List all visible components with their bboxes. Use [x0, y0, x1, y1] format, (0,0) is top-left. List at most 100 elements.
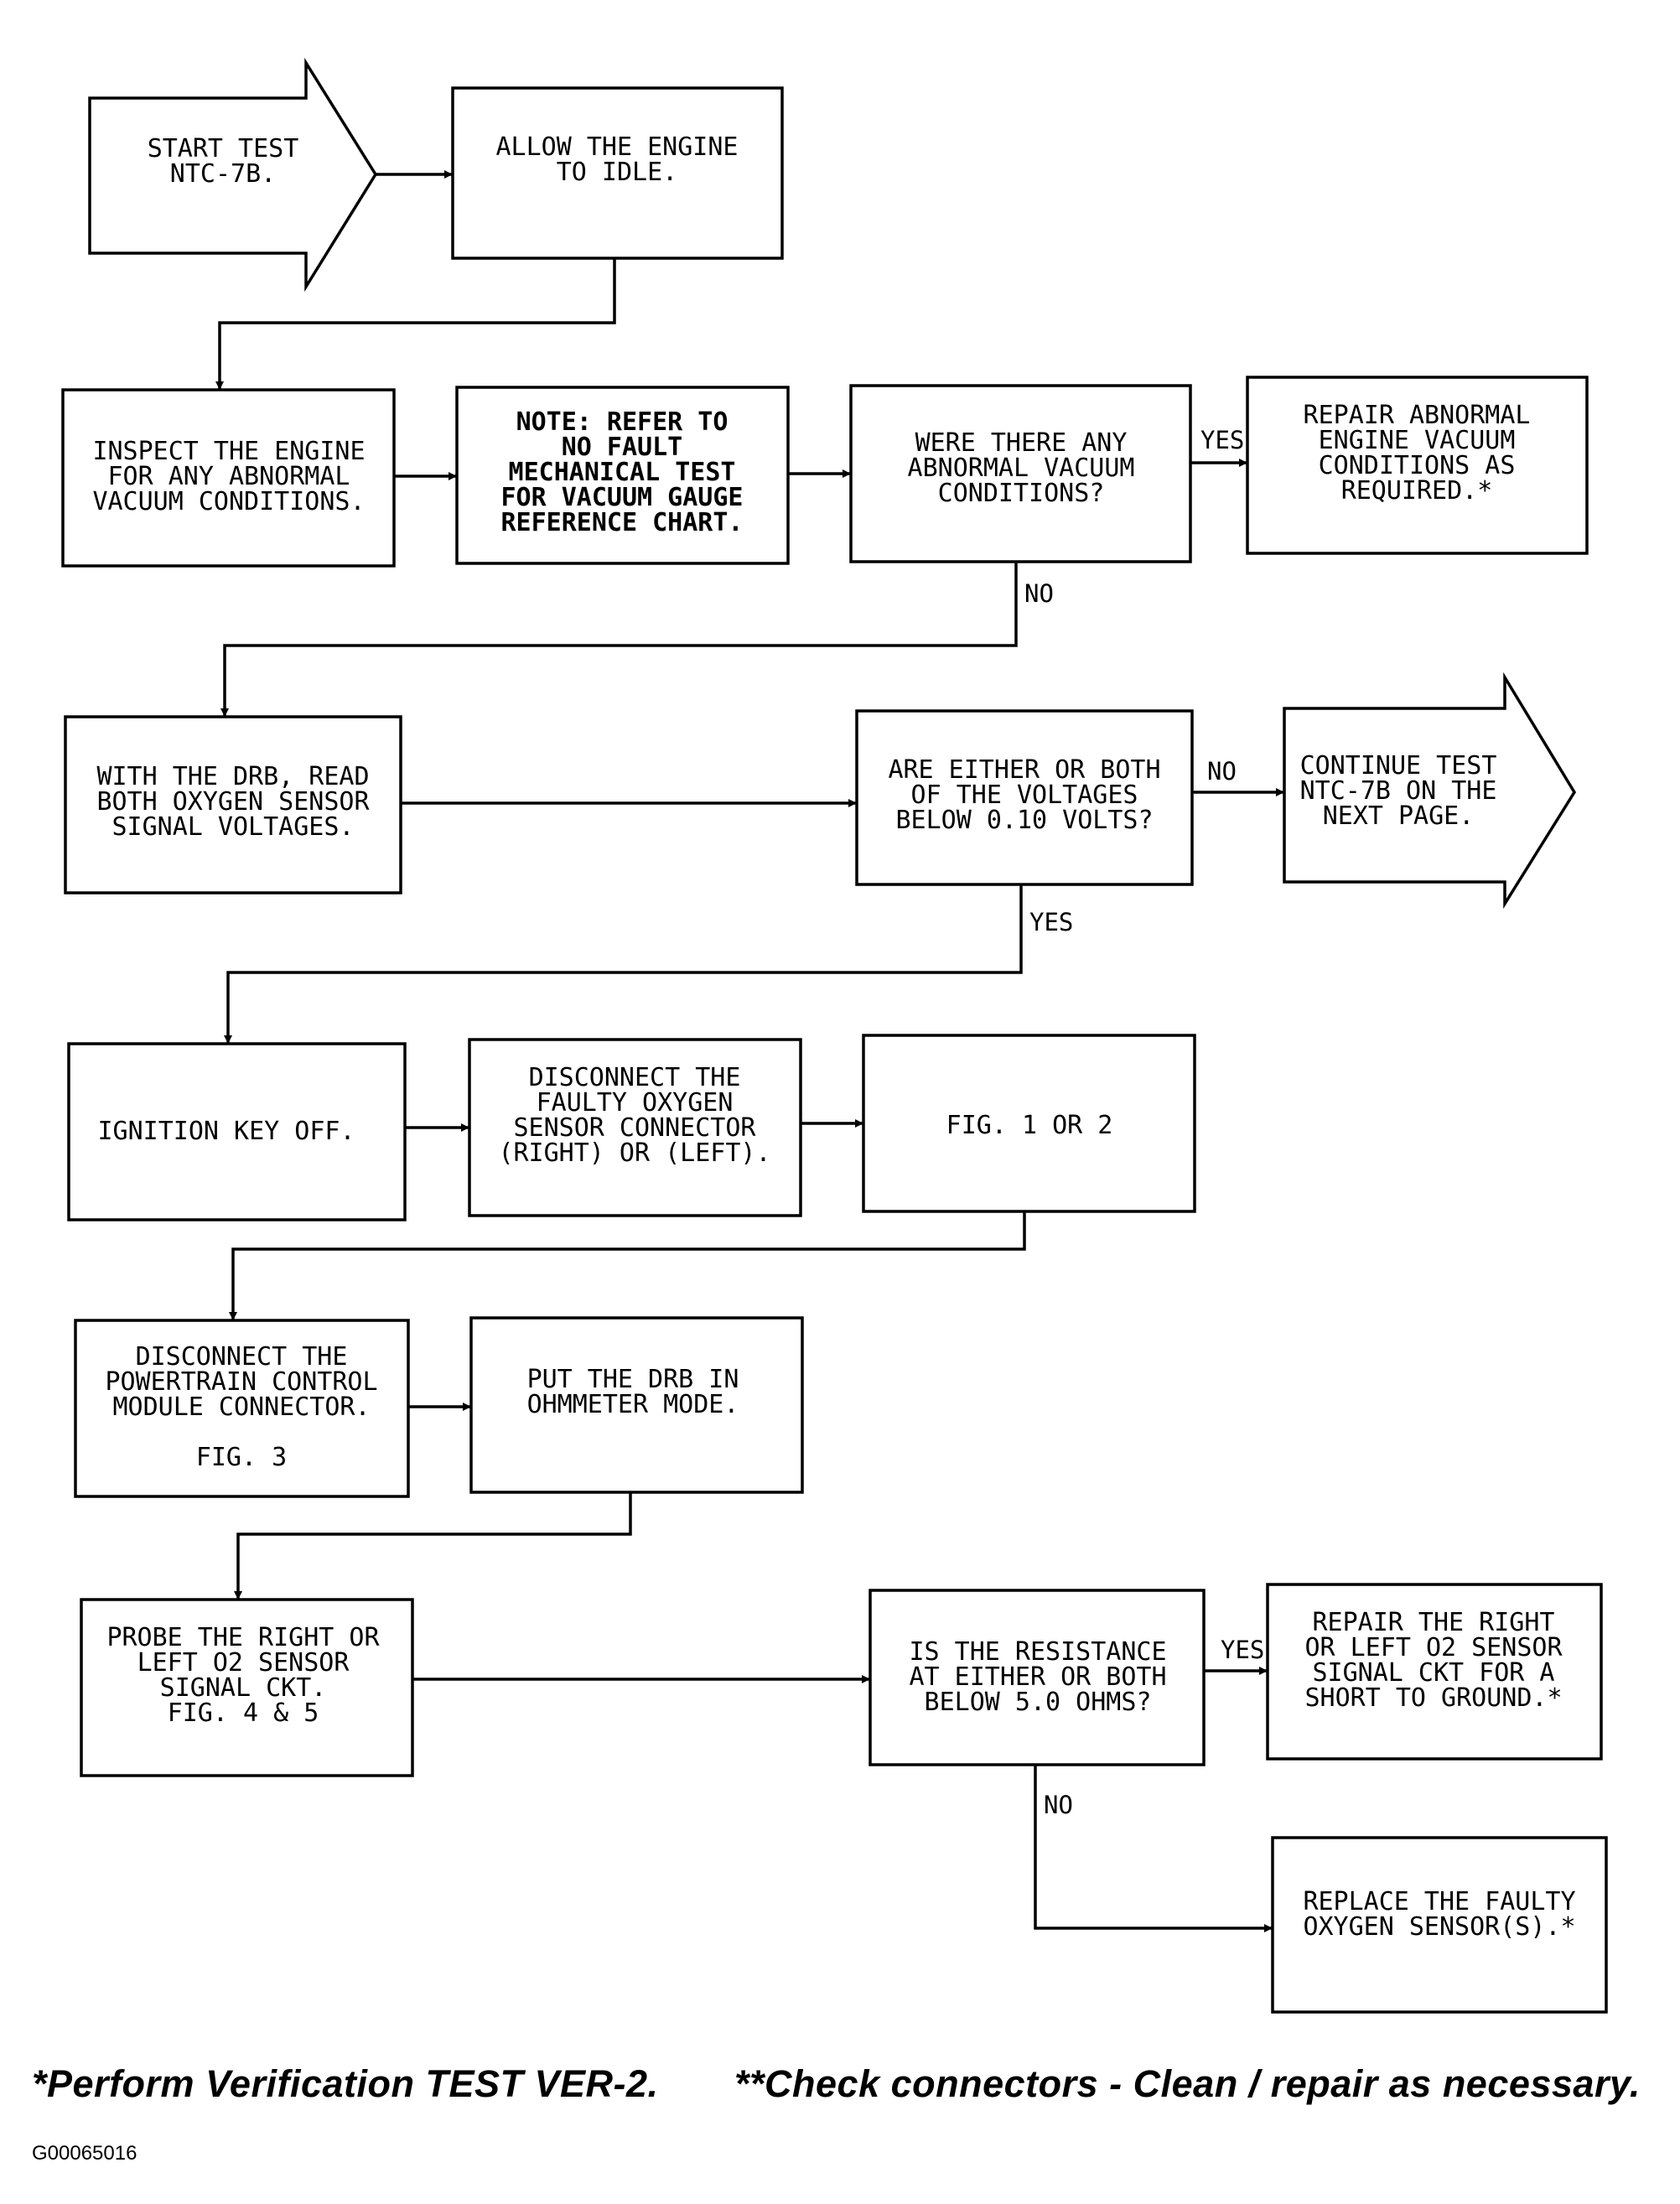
box-text-line: ALLOW THE ENGINE	[496, 132, 739, 162]
box-text-line: POWERTRAIN CONTROL	[105, 1367, 377, 1397]
box-text-line: BOTH OXYGEN SENSOR	[96, 787, 370, 817]
box-text-line: REQUIRED.*	[1341, 476, 1493, 506]
box-text-line: REPLACE THE FAULTY	[1303, 1887, 1575, 1916]
box-text-line: OF THE VOLTAGES	[911, 780, 1138, 810]
box-text-line: CONDITIONS AS	[1319, 451, 1516, 480]
box-text-line: OHMMETER MODE.	[527, 1390, 739, 1419]
box-text-line: NOTE: REFER TO	[516, 407, 729, 437]
arrow-fig-to-pcm	[229, 1211, 1026, 1320]
label-yes-voltage: YES	[1029, 908, 1073, 936]
fig-1-2-text: FIG. 1 OR 2	[946, 1111, 1113, 1140]
label-no-vacuum: NO	[1024, 579, 1054, 608]
box-text-line: LEFT O2 SENSOR	[137, 1648, 350, 1678]
box-text-line: NTC-7B.	[170, 159, 276, 189]
svg-text:IGNITION KEY OFF.: IGNITION KEY OFF.	[97, 1117, 355, 1146]
box-text-line: DISCONNECT THE	[529, 1063, 741, 1092]
box-text-line: SIGNAL VOLTAGES.	[112, 812, 355, 842]
fig-1-2-box	[862, 1034, 1196, 1213]
box-text-line: DISCONNECT THE	[136, 1342, 348, 1372]
repair-vacuum-box	[1246, 376, 1589, 555]
disconnect-o2-box	[468, 1038, 802, 1217]
repair-short-box	[1266, 1583, 1603, 1761]
label-yes-vacuum: YES	[1200, 426, 1244, 454]
box-text-line: CONTINUE TEST	[1300, 751, 1497, 780]
svg-text:FIG. 1 OR 2: FIG. 1 OR 2	[946, 1111, 1113, 1140]
box-text-line: SIGNAL CKT FOR A	[1313, 1658, 1555, 1688]
box-text-line: REPAIR THE RIGHT	[1313, 1608, 1555, 1637]
box-text-line: INSPECT THE ENGINE	[92, 437, 365, 466]
box-text-line: FOR ANY ABNORMAL	[108, 462, 350, 491]
box-text-line: REFERENCE CHART.	[501, 508, 744, 537]
resistance-question-box	[869, 1589, 1206, 1766]
continue-test-arrow-shape	[1283, 672, 1577, 910]
box-text-line: NEXT PAGE.	[1323, 801, 1475, 831]
ignition-key-text: IGNITION KEY OFF.	[97, 1117, 355, 1146]
box-text-line: FIG. 3	[196, 1443, 287, 1472]
label-no-voltage: NO	[1207, 757, 1237, 786]
box-text-line: SENSOR CONNECTOR	[514, 1113, 757, 1143]
label-yes-resistance: YES	[1221, 1636, 1264, 1664]
arrow-no-to-replace	[1034, 1761, 1273, 1932]
box-text-line: START TEST	[148, 134, 299, 163]
box-text-line: NO FAULT	[562, 433, 683, 462]
allow-idle-box	[451, 86, 784, 260]
footer-verification-note: *Perform Verification TEST VER-2.	[32, 2062, 659, 2105]
box-text-line: (RIGHT) OR (LEFT).	[498, 1138, 770, 1168]
box-text-line: AT EITHER OR BOTH	[909, 1662, 1166, 1692]
box-text-line: SIGNAL CKT.	[160, 1673, 327, 1703]
footer-connectors-note: **Check connectors - Clean / repair as n…	[734, 2062, 1641, 2105]
connectors	[215, 170, 1284, 1932]
box-text-line: IS THE RESISTANCE	[909, 1637, 1166, 1667]
vacuum-question-box	[849, 384, 1192, 563]
arrow-idle-to-inspect	[215, 258, 616, 390]
box-text-line: WITH THE DRB, READ	[96, 762, 369, 791]
box-text-line: CONDITIONS?	[938, 479, 1105, 508]
box-text-line: BELOW 5.0 OHMS?	[925, 1688, 1152, 1717]
box-text-line: TO IDLE.	[557, 158, 678, 187]
box-text-line: ARE EITHER OR BOTH	[888, 755, 1160, 785]
box-text-line: MODULE CONNECTOR.	[112, 1392, 370, 1422]
box-text-line: FIG. 1 OR 2	[946, 1111, 1113, 1140]
replace-sensor-box	[1271, 1836, 1608, 2014]
box-text-line: IGNITION KEY OFF.	[97, 1117, 355, 1146]
start-test-arrow-shape	[88, 57, 378, 293]
box-text-line: WERE THERE ANY	[915, 428, 1128, 458]
box-text-line: ENGINE VACUUM	[1319, 426, 1516, 455]
arrow-yes-to-ignition	[224, 884, 1023, 1044]
ignition-key-box	[67, 1042, 407, 1221]
box-text-line: PUT THE DRB IN	[527, 1365, 739, 1394]
box-text-line: BELOW 0.10 VOLTS?	[895, 806, 1153, 835]
box-text-line: ABNORMAL VACUUM	[908, 454, 1135, 483]
inspect-engine-box	[61, 388, 396, 568]
box-text-line: OXYGEN SENSOR(S).*	[1303, 1912, 1575, 1942]
box-text-line: SHORT TO GROUND.*	[1304, 1683, 1562, 1713]
voltage-question-box	[855, 709, 1194, 886]
disconnect-pcm-box	[74, 1319, 410, 1498]
box-text-line: FOR VACUUM GAUGE	[501, 483, 744, 512]
box-text-line: OR LEFT O2 SENSOR	[1304, 1633, 1563, 1662]
